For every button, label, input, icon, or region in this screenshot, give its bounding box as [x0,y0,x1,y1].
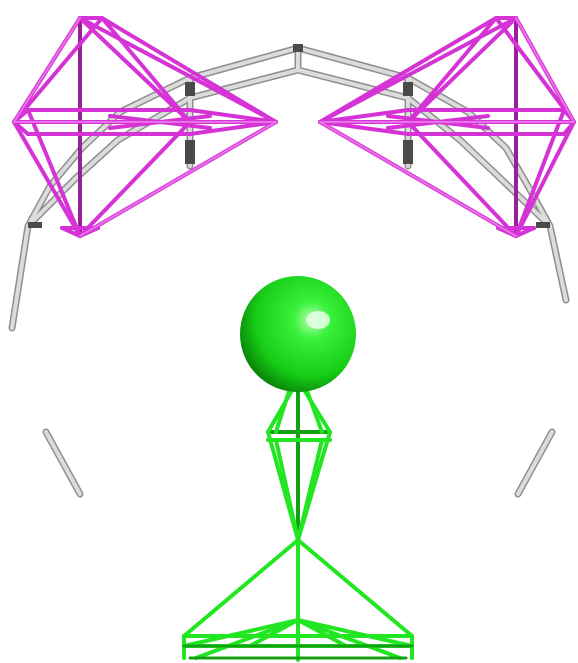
central-metal-ion [240,276,356,392]
ligand-cage [184,380,412,660]
